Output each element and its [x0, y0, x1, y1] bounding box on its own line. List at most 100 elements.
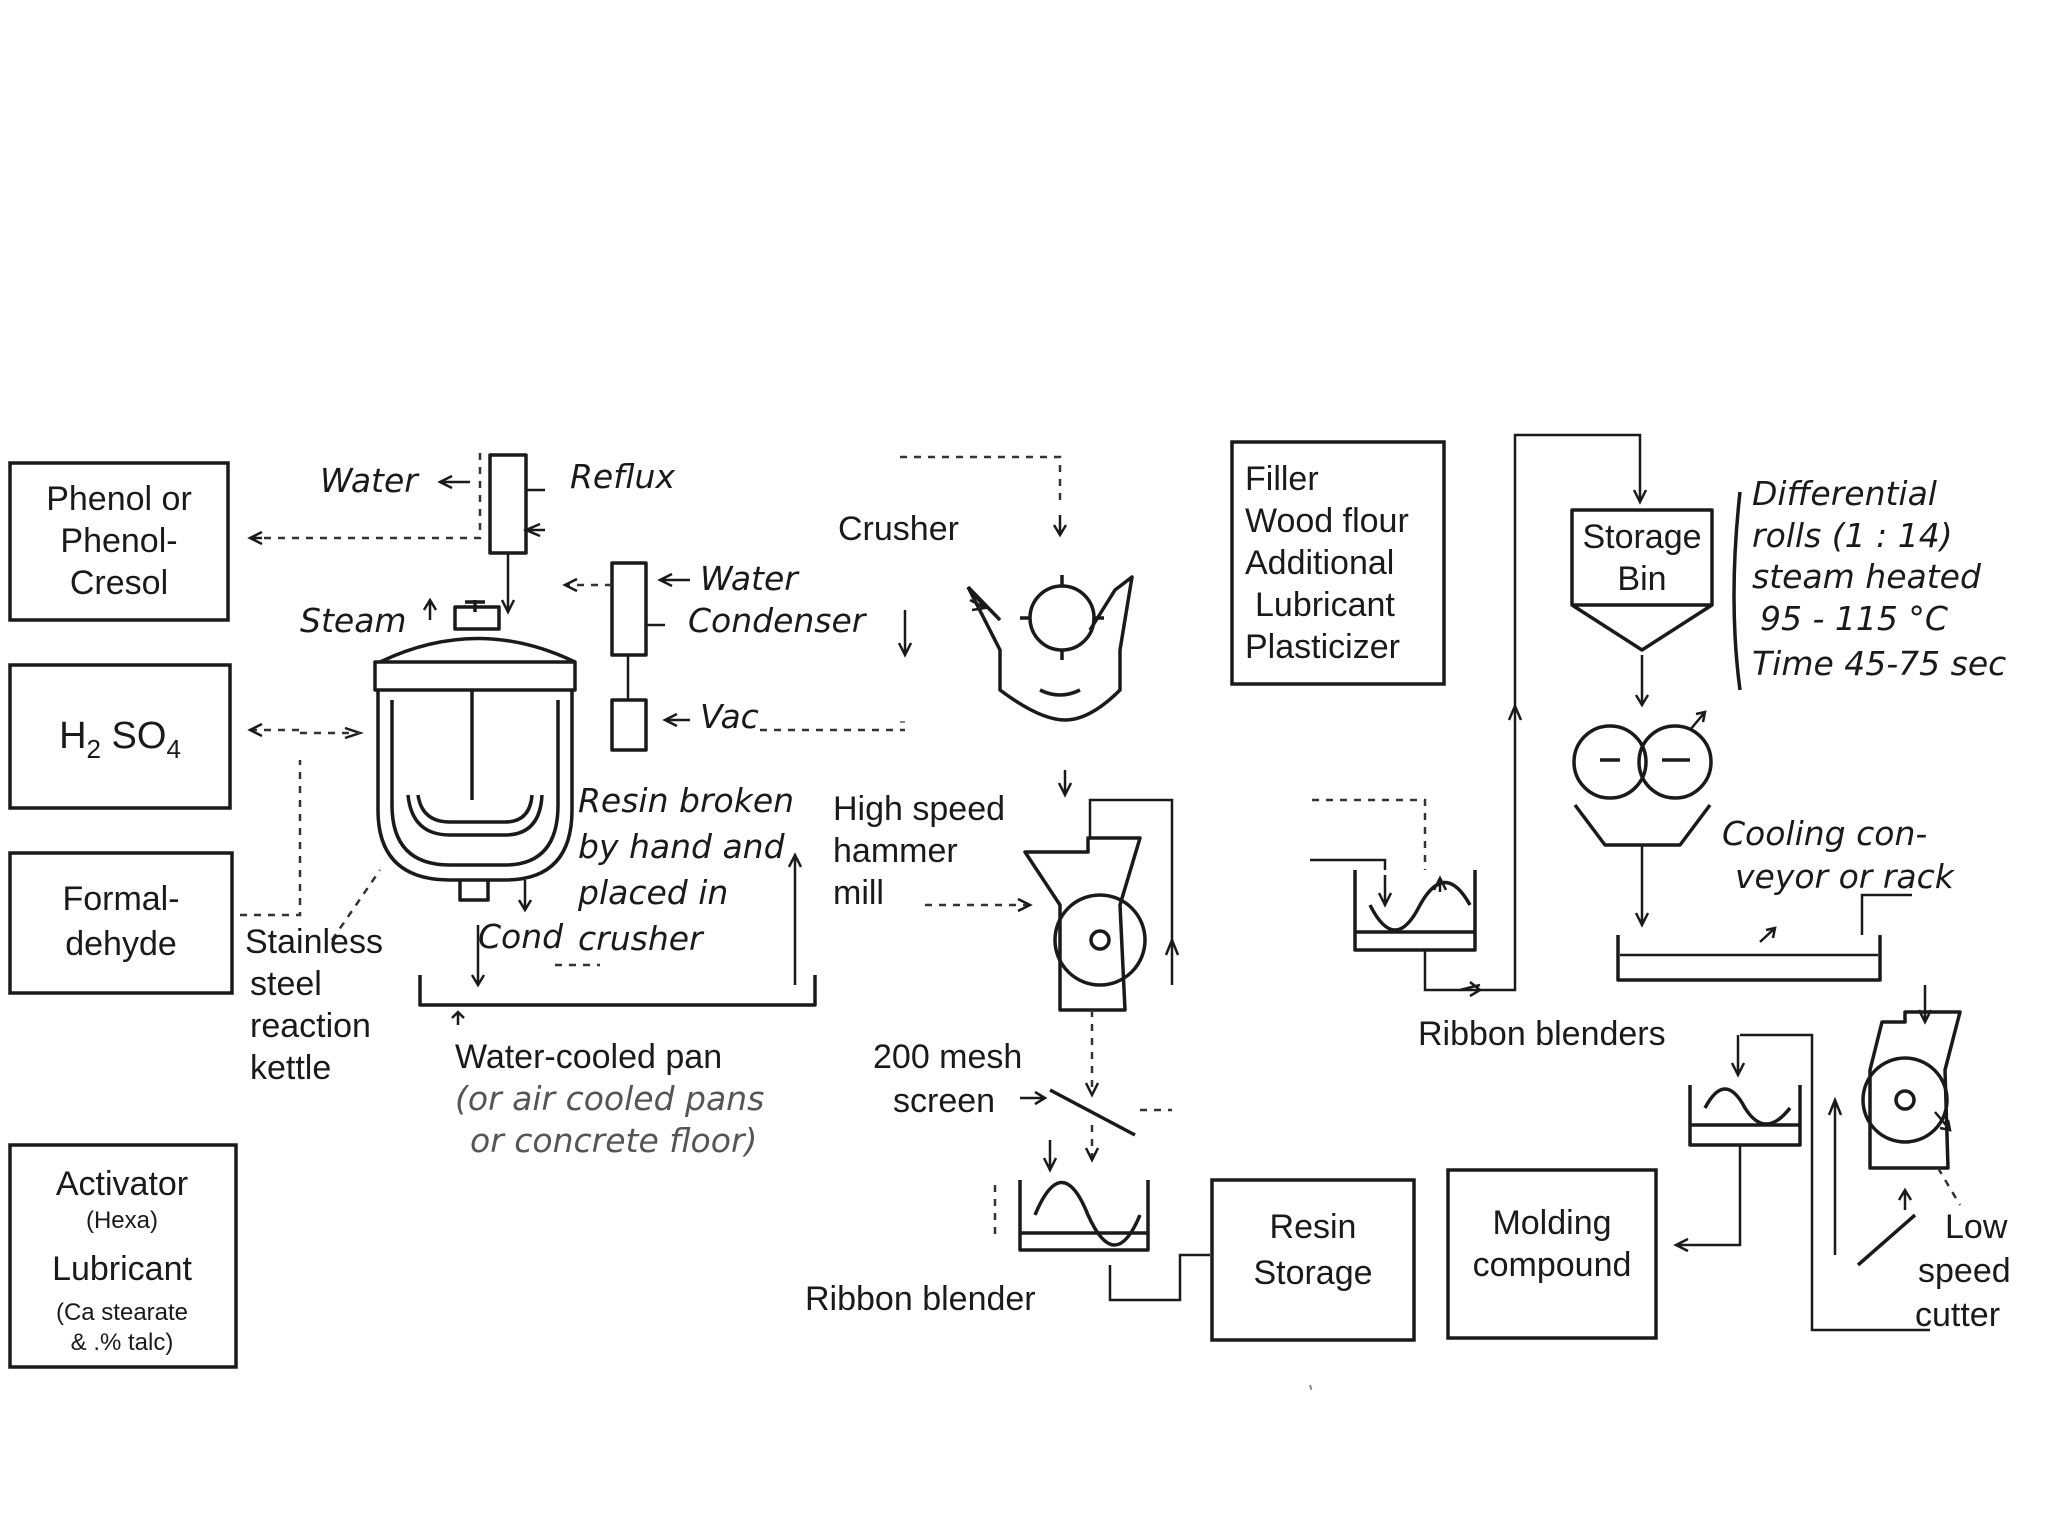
conveyor-return-line [1860, 893, 1912, 935]
acid-label: H2 SO4 [59, 715, 181, 764]
cutter-label-1: Low [1945, 1208, 2008, 1246]
rolls-rotation-arrow [1689, 710, 1707, 731]
water-condenser [610, 561, 648, 657]
screen-pointer [1020, 1090, 1048, 1106]
mill-recycle-arrow [1164, 936, 1180, 956]
rolls-label-4: 95 - 115 °C [1760, 599, 1948, 638]
molding-compound-box [1446, 1168, 1658, 1340]
filler-to-blender-line [1312, 798, 1427, 870]
filler-label-3: Additional [1245, 544, 1394, 582]
condenser-water-arrow [646, 572, 690, 627]
mesh-screen [1049, 1088, 1136, 1137]
cutter-pointer [1936, 1167, 1962, 1206]
discharge-arrow [470, 974, 486, 988]
bin-feed-up-arrow [1507, 702, 1523, 721]
filler-box [1230, 440, 1446, 686]
reflux-nozzles [522, 488, 545, 538]
resin-note-4: crusher [578, 919, 705, 958]
receiver-vessel [610, 698, 648, 752]
crusher-inlet-arrow [969, 595, 988, 612]
resin-note-3: placed in [577, 873, 728, 912]
resin-storage-label-2: Storage [1253, 1254, 1372, 1292]
vapor-arrow [562, 577, 578, 593]
hammer-mill [1023, 836, 1147, 1012]
pan-to-crusher-line [787, 852, 803, 985]
storage-bin [1570, 508, 1714, 652]
lubricant-label: Lubricant [52, 1250, 192, 1288]
kettle-label-1: Stainless [245, 923, 383, 961]
hammer-mill-label-1: High speed [833, 790, 1005, 828]
blender2-exit-arrow [1459, 981, 1483, 998]
vac-label: Vac [700, 697, 759, 736]
water-label: Water [320, 461, 420, 500]
rolls-label-3: steam heated [1752, 557, 1982, 596]
phenol-feed-line [250, 450, 482, 540]
phenol-label-1: Phenol or [46, 480, 192, 518]
resin-to-blender-line [1310, 858, 1387, 870]
water-out-arrow [437, 474, 470, 490]
pan-label-3: or concrete floor) [470, 1121, 757, 1160]
filler-label-5: Plasticizer [1245, 628, 1400, 666]
molding-compound-label-2: compound [1473, 1246, 1632, 1284]
formaldehyde-label-1: Formal- [62, 880, 179, 918]
cutter-recycle-line [1827, 1096, 1843, 1255]
cutter-blade [1856, 1213, 1917, 1267]
faint-marks [900, 721, 1313, 1393]
phenol-box [8, 461, 230, 622]
blender2-feed-arrow [1377, 875, 1393, 908]
crusher-label: Crusher [838, 510, 959, 548]
formaldehyde-label-2: dehyde [65, 925, 177, 963]
ribbon-blender-1 [1018, 1180, 1150, 1252]
ribbon-blenders-label: Ribbon blenders [1418, 1015, 1666, 1053]
ribbon-blender-label: Ribbon blender [805, 1280, 1036, 1318]
blender-to-storage-line [1108, 1253, 1210, 1302]
kettle-label-2: steel [250, 965, 322, 1003]
bin-outlet-arrow [1634, 655, 1650, 708]
hammer-mill-label-3: mill [833, 874, 884, 912]
mill-feed-arrow [1017, 897, 1033, 913]
blender3-to-molding-arrow [1673, 1237, 1689, 1253]
resin-storage-box [1210, 1178, 1416, 1342]
resin-note-2: by hand and [578, 827, 786, 866]
bin-feed-down-arrow [1632, 489, 1648, 505]
rolls-to-conveyor-arrow [1634, 845, 1650, 928]
activator-label: Activator [56, 1165, 188, 1203]
cooling-conveyor [1616, 935, 1882, 982]
crusher-feed-arrow [1052, 515, 1068, 538]
blender-to-bin-line [1423, 433, 1642, 992]
cutter-feed-arrow [1897, 1187, 1913, 1210]
phenol-label-2: Phenol- [60, 522, 177, 560]
steam-label: Steam [300, 601, 407, 640]
kettle-label-3: reaction [250, 1007, 371, 1045]
crusher [966, 575, 1134, 722]
condenser-label: Condenser [688, 601, 868, 640]
filler-label-4: Lubricant [1255, 586, 1395, 624]
resin-note-1: Resin broken [578, 781, 794, 820]
water-cooled-pan [418, 975, 817, 1007]
storage-bin-label-2: Bin [1617, 560, 1666, 598]
resin-storage-label-1: Resin [1270, 1208, 1357, 1246]
condenser-crusher-link [897, 610, 913, 658]
formaldehyde-box [8, 851, 234, 995]
rolls-label-5: Time 45-75 sec [1752, 644, 2006, 683]
screen-to-blender-arrow [1084, 1147, 1100, 1163]
rolls-bracket [1732, 491, 1742, 691]
ribbon-blender-3 [1688, 1085, 1802, 1147]
reflux-label: Reflux [570, 457, 675, 496]
screen-label-2: screen [893, 1082, 995, 1120]
reaction-kettle [373, 600, 577, 902]
conveyor-pointer [1759, 926, 1777, 943]
cutter-label-3: cutter [1915, 1296, 2000, 1334]
condenser-water-label: Water [700, 559, 800, 598]
filler-label-1: Filler [1245, 460, 1319, 498]
pan-label-2: (or air cooled pans [455, 1079, 764, 1118]
mill-recycle-line [1088, 798, 1174, 985]
differential-rolls [1572, 724, 1713, 847]
ribbon-blender-2 [1353, 870, 1477, 952]
phenol-feed-arrow [247, 530, 263, 546]
hexa-label: (Hexa) [86, 1207, 158, 1234]
stearate-label: (Ca stearate [56, 1299, 188, 1326]
blender2-outflow-arrow [1432, 875, 1448, 892]
reflux-return-line [500, 553, 516, 615]
conveyor-to-cutter-arrow [1917, 985, 1933, 1025]
